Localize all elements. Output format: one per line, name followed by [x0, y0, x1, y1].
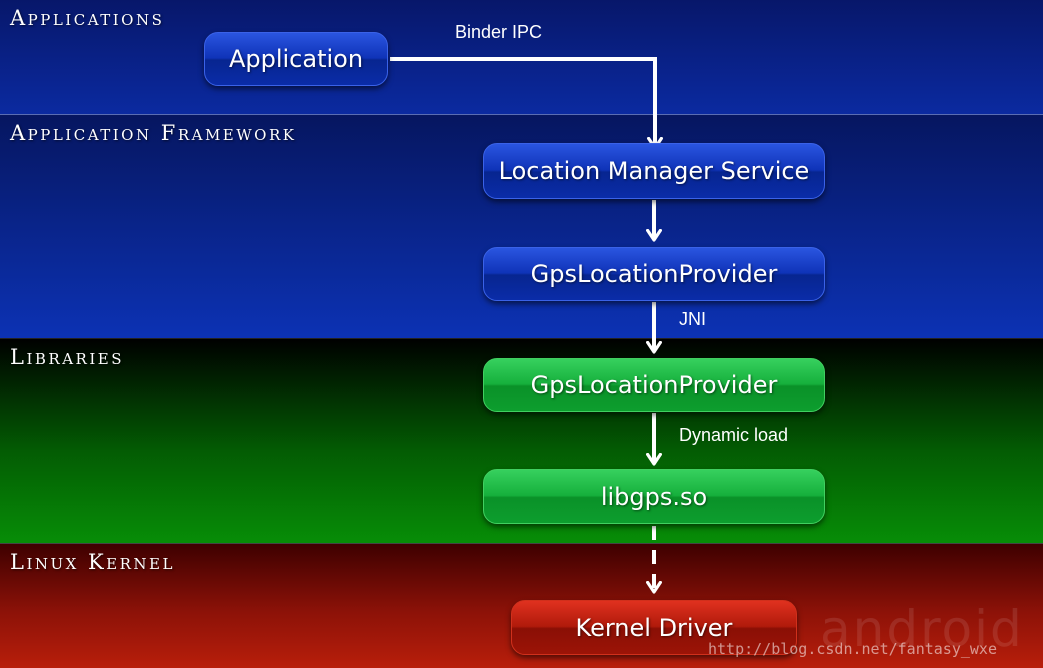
location-manager-service-box: Location Manager Service	[483, 143, 825, 199]
android-logo-watermark: android	[820, 600, 1024, 658]
framework-layer: Application Framework	[0, 115, 1043, 339]
jni-label: JNI	[679, 309, 706, 329]
framework-layer-title: Application Framework	[10, 121, 297, 145]
libgps-box: libgps.so	[483, 469, 825, 524]
binder-ipc-arrow	[390, 57, 663, 150]
dynamic-load-label: Dynamic load	[679, 425, 789, 445]
gps-location-provider-framework-box: GpsLocationProvider	[483, 247, 825, 301]
blog-url-watermark: http://blog.csdn.net/fantasy_wxe	[708, 640, 997, 658]
binder-ipc-label: Binder IPC	[455, 22, 543, 42]
gps-location-provider-library-box: GpsLocationProvider	[483, 358, 825, 412]
application-box: Application	[204, 32, 388, 86]
applications-layer-title: Applications	[10, 6, 165, 30]
kernel-driver-box: Kernel Driver	[511, 600, 797, 655]
kernel-layer-title: Linux Kernel	[10, 550, 175, 574]
libraries-layer-title: Libraries	[10, 345, 124, 369]
